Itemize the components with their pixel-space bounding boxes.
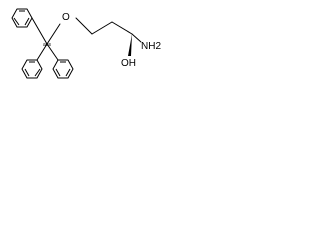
bond-trityl-ring-top — [31, 17, 48, 45]
bond-ch2-chiral — [111, 21, 133, 35]
hydroxyl-label: OH — [121, 58, 136, 69]
abs-stereo-label: abs — [43, 42, 52, 48]
phenyl-ring-bottom-left — [21, 59, 43, 79]
molecule-structure: O abs OH NH2 — [11, 8, 161, 79]
bond-trityl-ring-bottom-right — [46, 43, 59, 61]
bond-trityl-ring-bottom-left — [36, 43, 48, 61]
phenyl-ring-bottom-right — [52, 59, 74, 79]
oxygen-label: O — [62, 12, 70, 23]
bond-trityl-oxygen — [46, 23, 61, 45]
bond-oxygen-ch2 — [75, 17, 93, 35]
bond-chiral-ch2 — [131, 33, 142, 43]
phenyl-ring-top — [11, 8, 33, 28]
amine-label: NH2 — [141, 41, 161, 52]
stereo-wedge-bond — [128, 34, 132, 56]
bond-ch2-ch2 — [91, 21, 113, 35]
